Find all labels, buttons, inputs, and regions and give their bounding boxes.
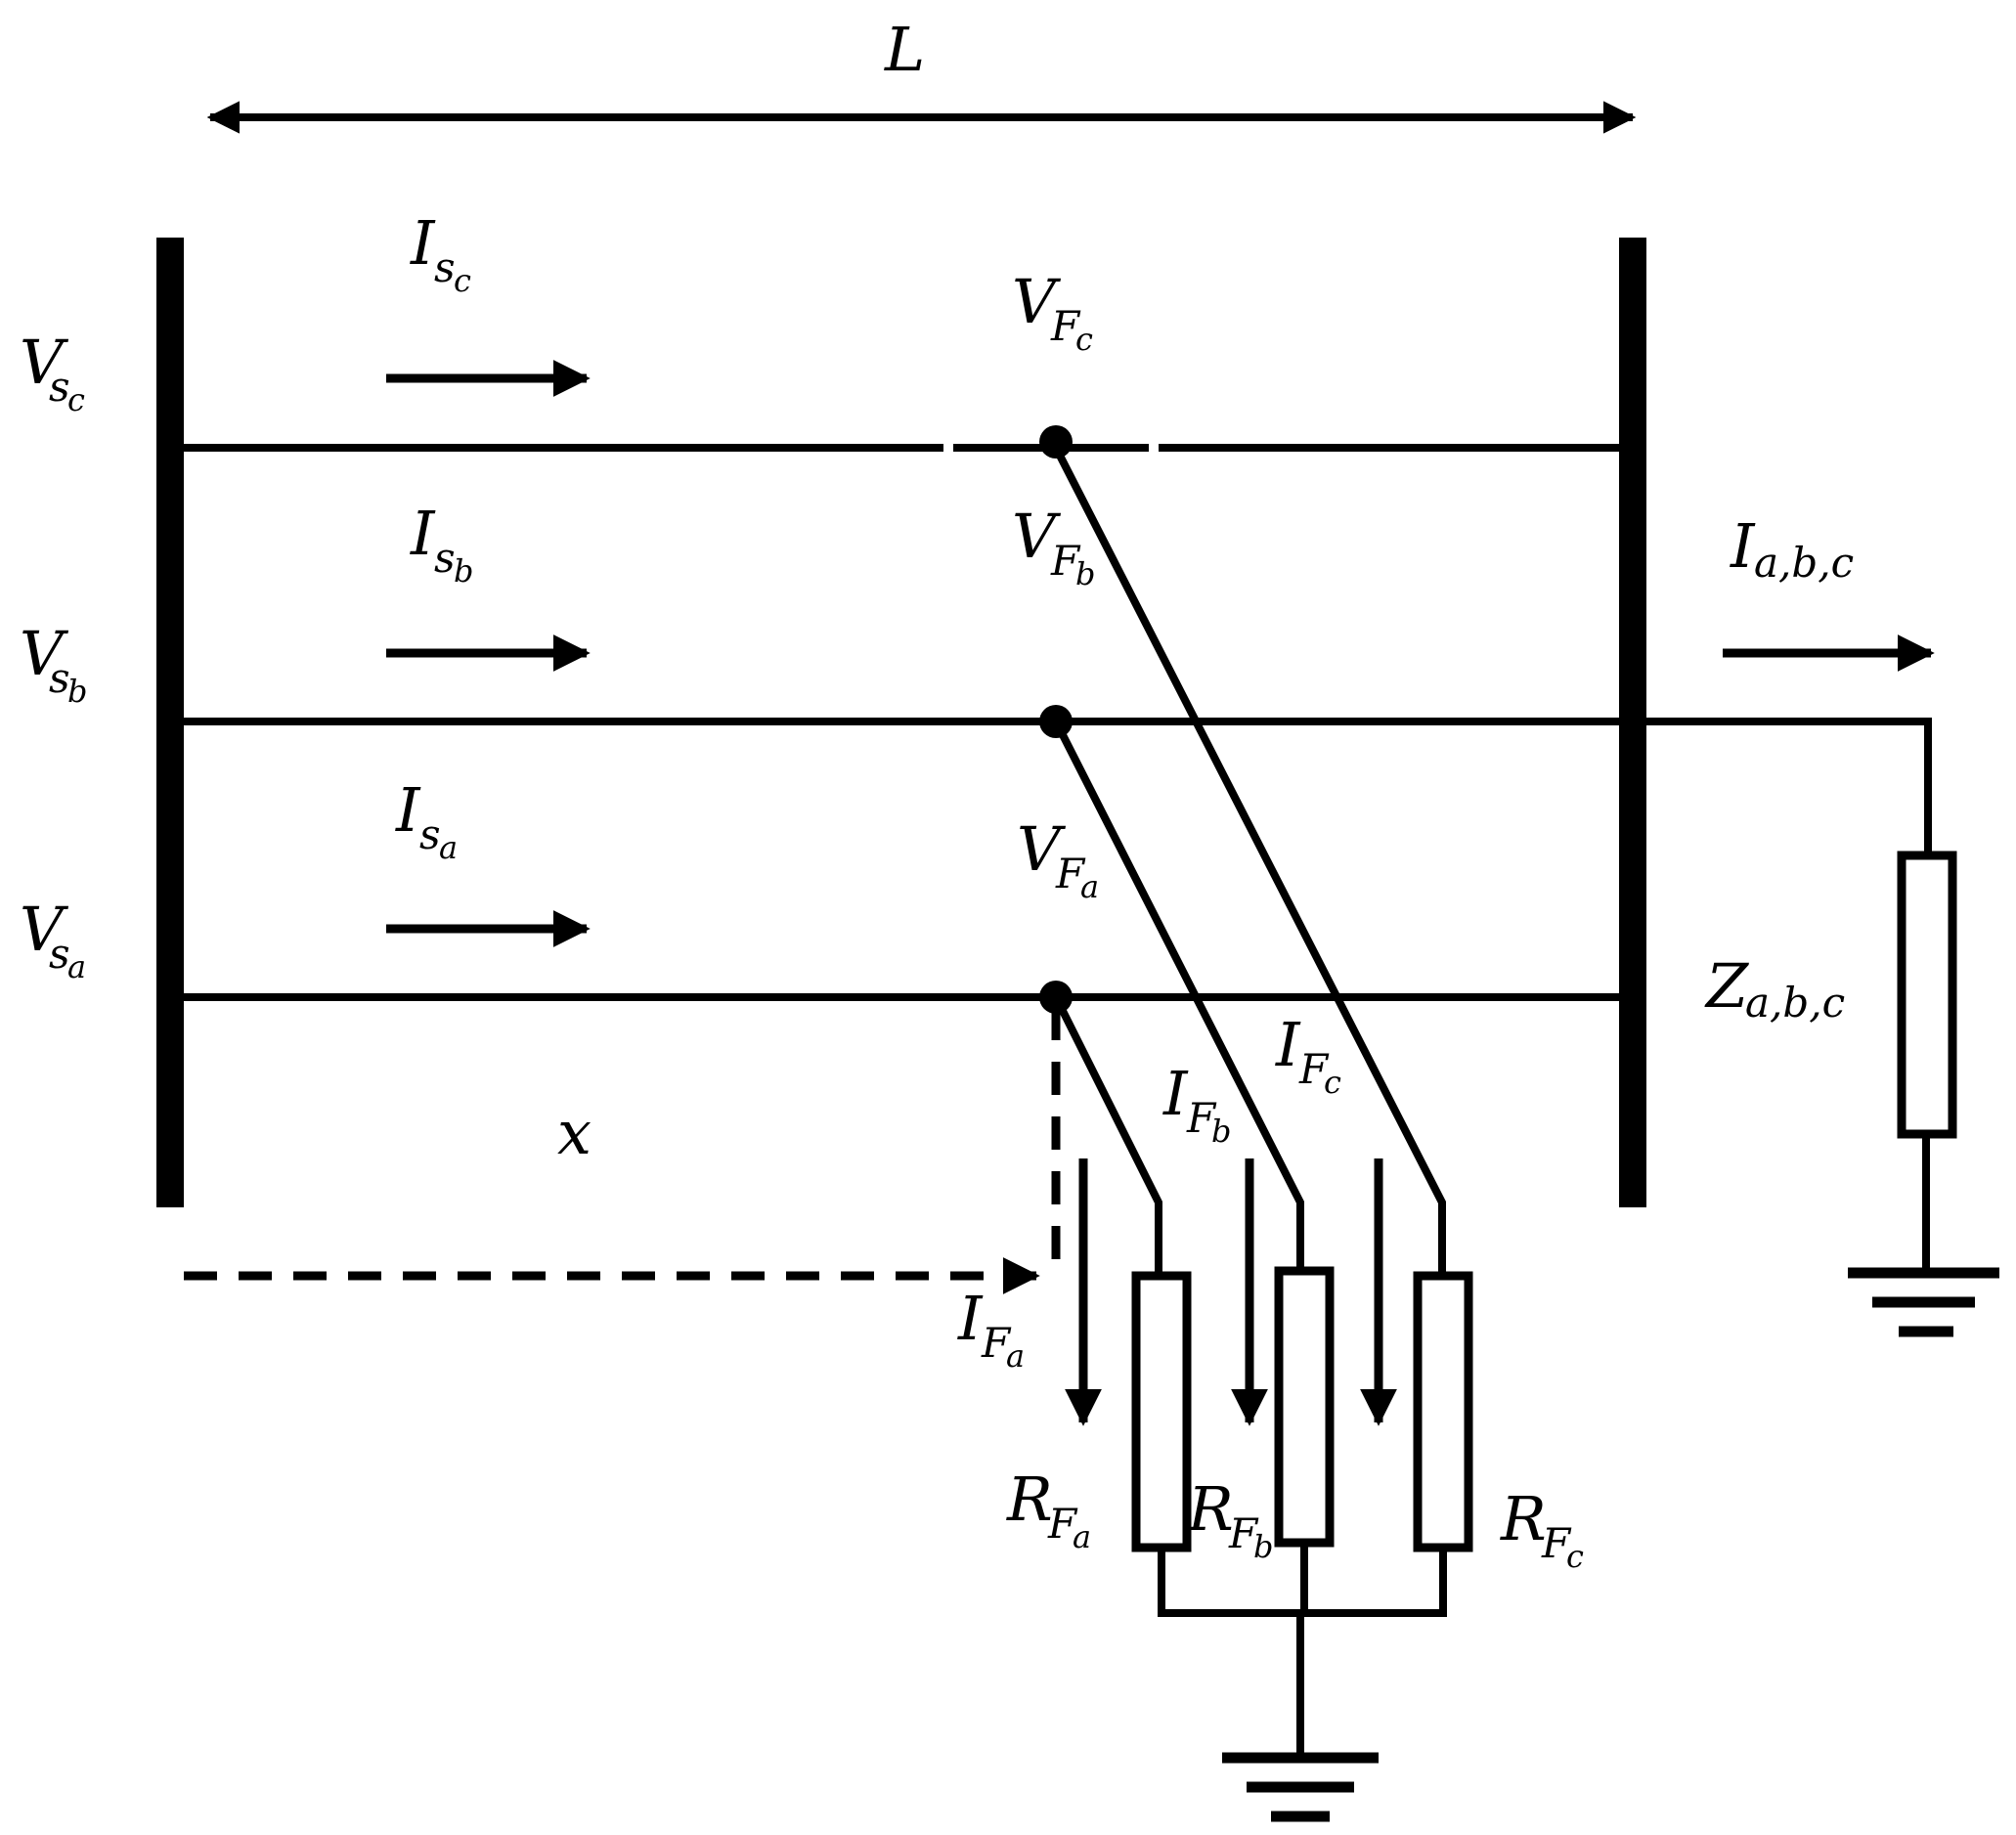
load-ground-icon [1848, 1267, 1999, 1337]
svg-text:F: F [1541, 1519, 1572, 1567]
load-current-label: I a,b,c [1730, 510, 1854, 587]
fault-voltage-label-c: V F c [1012, 266, 1093, 358]
fault-node-c [1039, 425, 1073, 459]
svg-text:F: F [1298, 1045, 1330, 1093]
svg-text:a: a [67, 948, 86, 985]
svg-text:s: s [434, 243, 456, 291]
svg-text:V: V [20, 327, 69, 398]
sending-end-bus [156, 238, 184, 1207]
svg-text:I: I [1730, 510, 1756, 582]
svg-text:s: s [434, 534, 456, 582]
fault-resistance-label-c: R F c [1500, 1483, 1584, 1575]
fault-node-b [1039, 705, 1073, 738]
svg-text:c: c [1324, 1064, 1341, 1101]
svg-text:F: F [1050, 537, 1081, 585]
source-voltage-label-b: V s b [20, 618, 87, 710]
svg-text:V: V [1017, 813, 1067, 885]
svg-text:s: s [49, 654, 70, 702]
load-impedance-label: Z a,b,c [1704, 950, 1845, 1027]
svg-text:F: F [1055, 850, 1086, 897]
distance-label: x [557, 1097, 592, 1168]
svg-text:R: R [1187, 1473, 1234, 1545]
svg-text:I: I [1162, 1058, 1189, 1129]
load-branch-wire [1646, 718, 1932, 855]
svg-text:a: a [1080, 868, 1099, 905]
fault-resistor-b [1274, 1266, 1335, 1548]
fault-current-label-a: I F a [957, 1283, 1025, 1375]
fault-ground-icon [1222, 1752, 1379, 1822]
fault-lead-c [1052, 446, 1446, 1281]
svg-text:I: I [410, 207, 436, 279]
load-impedance-resistor [1897, 851, 1957, 1139]
receiving-end-bus [1619, 238, 1646, 1207]
svg-text:s: s [419, 810, 441, 858]
fault-node-a [1039, 981, 1073, 1014]
svg-text:c: c [1566, 1538, 1584, 1575]
svg-text:a: a [439, 829, 458, 866]
source-voltage-label-a: V s a [20, 894, 86, 985]
fault-current-label-b: I F b [1162, 1058, 1231, 1150]
svg-text:a,b,c: a,b,c [1754, 539, 1854, 587]
svg-text:V: V [1012, 501, 1062, 572]
svg-text:I: I [410, 498, 436, 569]
svg-text:F: F [1047, 1500, 1078, 1548]
svg-text:a,b,c: a,b,c [1745, 979, 1845, 1027]
svg-text:c: c [67, 381, 85, 418]
fault-current-label-c: I F c [1275, 1009, 1341, 1101]
length-label: L [884, 14, 925, 85]
fault-resistor-a [1131, 1271, 1192, 1552]
svg-text:c: c [1075, 321, 1093, 358]
source-voltage-label-c: V s c [20, 327, 85, 418]
source-current-label-c: I s c [410, 207, 471, 299]
fault-resistor-c [1413, 1271, 1473, 1552]
svg-text:R: R [1006, 1464, 1053, 1535]
svg-text:b: b [1211, 1113, 1231, 1150]
svg-text:V: V [20, 894, 69, 965]
svg-text:c: c [454, 262, 471, 299]
svg-text:I: I [1275, 1009, 1301, 1080]
fault-neutral-connection [1158, 1543, 1447, 1755]
svg-text:I: I [395, 774, 421, 846]
svg-text:a: a [1073, 1518, 1091, 1555]
svg-text:I: I [957, 1283, 984, 1354]
fault-voltage-label-a: V F a [1017, 813, 1099, 905]
fault-lead-a [1052, 995, 1162, 1276]
fault-resistance-label-a: R F a [1006, 1464, 1091, 1555]
svg-text:V: V [20, 618, 69, 689]
svg-text:a: a [1006, 1337, 1025, 1375]
svg-text:b: b [1253, 1528, 1273, 1565]
fault-resistance-label-b: R F b [1187, 1473, 1273, 1565]
svg-text:V: V [1012, 266, 1062, 337]
svg-text:F: F [1186, 1094, 1217, 1142]
svg-text:s: s [49, 363, 70, 411]
svg-text:s: s [49, 930, 70, 978]
fault-lead-b [1052, 720, 1304, 1271]
svg-text:F: F [981, 1319, 1012, 1367]
svg-text:F: F [1228, 1509, 1259, 1557]
svg-text:b: b [454, 552, 473, 590]
svg-text:b: b [67, 673, 87, 710]
svg-text:F: F [1050, 302, 1081, 350]
source-current-label-b: I s b [410, 498, 473, 590]
svg-text:b: b [1075, 555, 1095, 592]
svg-text:R: R [1500, 1483, 1547, 1554]
source-current-label-a: I s a [395, 774, 458, 866]
fault-voltage-label-b: V F b [1012, 501, 1095, 592]
svg-text:Z: Z [1704, 950, 1749, 1022]
